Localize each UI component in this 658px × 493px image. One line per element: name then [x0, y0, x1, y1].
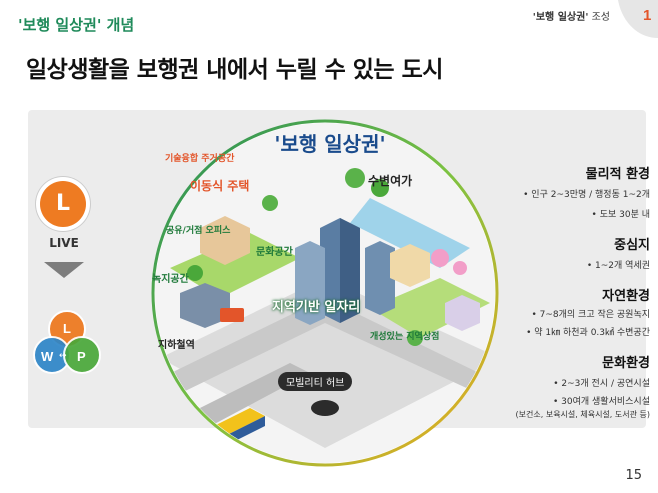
label-green-space: 녹지공간: [152, 274, 189, 285]
section-title-physical: 물리적 환경: [585, 167, 650, 182]
corner-number-badge: 1: [618, 0, 658, 38]
label-mobile-housing: 이동식 주택: [190, 179, 250, 193]
page-number: 15: [625, 468, 642, 483]
page-headline: 일상생활을 보행권 내에서 누릴 수 있는 도시: [26, 57, 443, 83]
label-mobility-hub: 모빌리티 허브: [278, 372, 353, 391]
lwp-venn-icon: L W P ↔: [33, 310, 101, 374]
lwp-w: W: [41, 349, 54, 364]
label-culture-space: 문화공간: [256, 247, 293, 258]
section-culture-item-1: • 2~3개 전시 / 공연시설: [553, 379, 650, 389]
corner-number: 1: [643, 7, 651, 24]
label-local-shop: 개성있는 지역상점: [370, 332, 440, 342]
diagram-title: '보행 일상권': [274, 132, 386, 156]
down-arrow-icon: [44, 262, 84, 278]
corner-section-label: '보행 일상권' 조성: [533, 8, 610, 23]
lwp-p: P: [77, 349, 86, 364]
label-subway: 지하철역: [158, 340, 195, 351]
corner-label-bold: '보행 일상권': [532, 12, 589, 23]
svg-text:↔: ↔: [59, 351, 67, 361]
corner-label-rest: 조성: [588, 12, 610, 23]
lwp-l: L: [63, 321, 71, 336]
section-title-culture: 문화환경: [602, 356, 650, 371]
city-illustration: [151, 119, 499, 467]
concept-title: '보행 일상권' 개념: [18, 16, 135, 34]
live-label: LIVE: [49, 236, 79, 250]
section-center-item-1: • 1~2개 역세권: [586, 261, 650, 271]
label-tech-space: 기술융합 주거공간: [165, 154, 235, 164]
section-title-center: 중심지: [614, 238, 650, 253]
live-circle-icon: L: [40, 181, 86, 227]
section-title-nature: 자연환경: [602, 289, 650, 304]
section-nature-item-1: • 7~8개의 크고 작은 공원녹지: [531, 310, 650, 320]
section-culture-note: (보건소, 보육시설, 체육시설, 도서관 등): [515, 410, 650, 419]
label-shared-office: 공유/거점 오피스: [166, 226, 231, 236]
section-culture-item-2: • 30여개 생활서비스시설: [552, 397, 650, 407]
label-waterfront: 수변여가: [368, 174, 413, 188]
label-local-job: 지역기반 일자리: [272, 300, 361, 315]
section-nature-item-2: • 약 1㎞ 하천과 0.3㎢ 수변공간: [526, 328, 650, 338]
section-physical-item-2: • 도보 30분 내: [591, 210, 650, 220]
section-physical-item-1: • 인구 2~3만명 / 행정동 1~2개: [523, 190, 650, 200]
